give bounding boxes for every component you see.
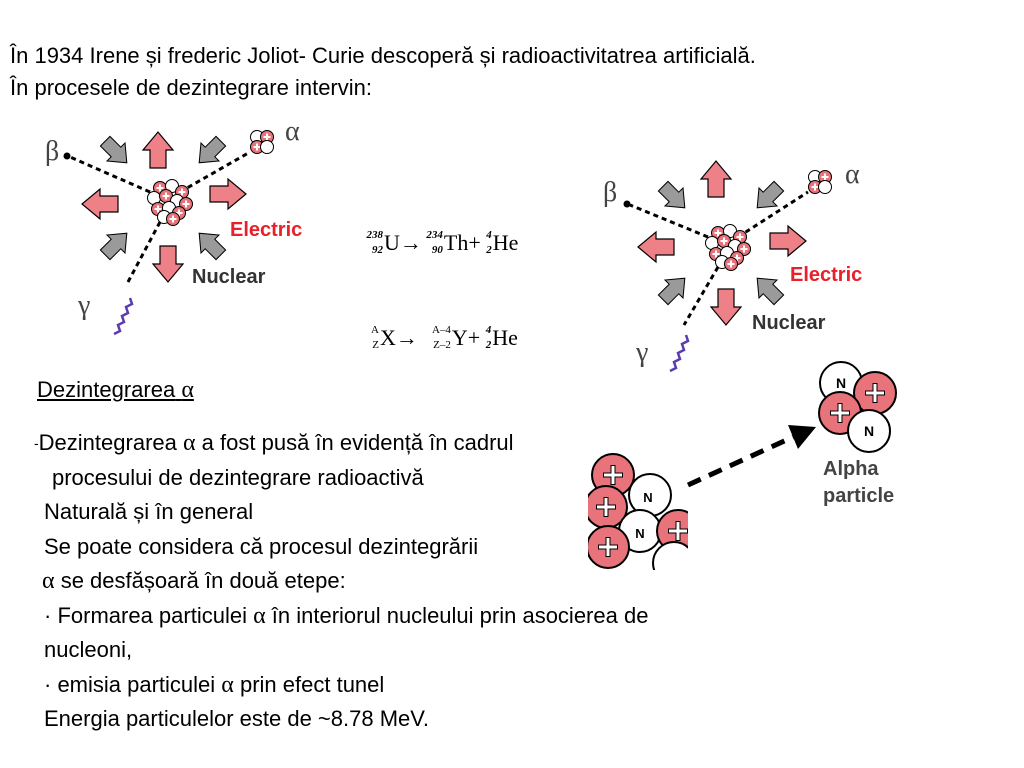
plus-sign: + (468, 229, 481, 255)
decay-equation-uranium: 238 92 U→ 234 90 Th+ 4 2 He (362, 228, 519, 256)
helium-atomic-number: 2 (486, 243, 492, 256)
arrow-right-icon (769, 225, 807, 257)
parent-atomic-number: Z (372, 338, 379, 351)
arrow-down-icon (710, 288, 742, 326)
body-line-3: Naturală și în general (44, 499, 254, 524)
intro-text: În 1934 Irene și frederic Joliot- Curie … (10, 40, 756, 104)
body-line-7: nucleoni, (44, 637, 133, 662)
uranium-mass-number: 238 (366, 228, 384, 241)
alpha-cluster-icon (809, 171, 832, 194)
decay-diagram-right: β α γ Electric Nuclear (598, 157, 873, 382)
reaction-arrow: → (399, 229, 422, 255)
section-title: Dezintegrarea α (37, 377, 194, 403)
thorium-mass-number: 234 (426, 228, 443, 241)
helium-symbol: He (492, 324, 518, 350)
parent-symbol: X (380, 324, 396, 350)
nucleus-icon (148, 180, 193, 226)
gamma-path (126, 221, 162, 283)
uranium-symbol: U (384, 229, 400, 255)
helium-mass-number: 4 (486, 228, 492, 241)
thorium-symbol: Th (443, 229, 469, 255)
helium-symbol: He (492, 229, 519, 255)
alpha-path (737, 190, 809, 239)
alpha-label: α (285, 116, 300, 147)
alpha-cluster-icon (251, 131, 274, 154)
alpha-particle-label-line1: Alpha (823, 458, 879, 480)
arrow-inward-bottom-right-icon (747, 268, 789, 310)
alpha-path (179, 150, 251, 194)
arrow-inward-top-right-icon (189, 131, 231, 173)
decay-equation-general: A Z X→ A–4 Z–2 Y+ 4 2 He (366, 323, 518, 351)
reaction-arrow: → (395, 324, 418, 350)
arrow-inward-bottom-left-icon (653, 268, 695, 310)
arrow-left-icon (637, 231, 675, 263)
alpha-symbol: α (181, 377, 194, 403)
arrow-up-icon (700, 160, 732, 198)
decay-diagram-left: β α γ Electric Nuclear (40, 112, 315, 352)
daughter-atomic-number: Z–2 (433, 338, 451, 351)
body-text: -Dezintegrarea α a fost pusă în evidență… (34, 426, 648, 737)
arrow-inward-top-left-icon (653, 176, 695, 218)
nuclear-label: Nuclear (192, 266, 266, 288)
helium-mass-number: 4 (485, 323, 492, 336)
nucleon-n-label: N (635, 526, 644, 541)
nuclear-label: Nuclear (752, 312, 826, 334)
beta-label: β (603, 177, 617, 208)
body-line-9: Energia particulelor este de ~8.78 MeV. (44, 706, 430, 731)
daughter-symbol: Y (451, 324, 468, 350)
beta-particle-icon (63, 152, 71, 160)
body-line-6: · Formarea particulei α în interiorul nu… (44, 602, 649, 629)
daughter-mass-number: A–4 (431, 323, 451, 336)
arrow-down-icon (152, 245, 184, 283)
arrow-left-icon (81, 188, 119, 220)
nucleon-n-label: N (643, 490, 652, 505)
body-line-8: · emisia particulei α prin efect tunel (44, 671, 385, 698)
alpha-label: α (845, 159, 860, 190)
thorium-atomic-number: 90 (431, 243, 443, 256)
intro-line-1: În 1934 Irene și frederic Joliot- Curie … (10, 43, 756, 68)
nucleon-n-label: N (864, 423, 874, 439)
beta-particle-icon (623, 200, 631, 208)
gamma-label: γ (77, 290, 90, 321)
gamma-label: γ (635, 337, 648, 368)
beta-label: β (45, 136, 59, 167)
gamma-ray-icon (112, 296, 134, 336)
electric-label: Electric (230, 219, 302, 241)
intro-line-2: În procesele de dezintegrare intervin: (10, 75, 372, 100)
nucleon-n-label: N (836, 375, 846, 391)
parent-mass-number: A (371, 323, 379, 336)
electric-label: Electric (790, 264, 862, 286)
plus-sign: + (467, 324, 481, 350)
body-line-5: α se desfășoară în două etepe: (42, 568, 346, 594)
arrow-inward-top-left-icon (95, 131, 137, 173)
emission-arrowhead-icon (788, 425, 816, 449)
alpha-emission-illustration: N N N N Alpha particle (588, 355, 918, 575)
beta-path (629, 203, 709, 239)
arrow-inward-bottom-right-icon (189, 223, 231, 265)
beta-path (69, 155, 151, 194)
alpha-particle-label-line2: particle (823, 485, 894, 507)
alpha-particle-icon: N N (819, 361, 896, 453)
arrow-right-icon (209, 178, 247, 210)
emission-path (686, 434, 795, 488)
body-line-2: procesului de dezintegrare radioactivă (52, 464, 424, 490)
body-line-4: Se poate considera că procesul dezintegr… (44, 533, 479, 559)
arrow-up-icon (142, 131, 174, 169)
gamma-path (682, 266, 720, 326)
helium-atomic-number: 2 (485, 338, 492, 351)
nucleus-icon (706, 225, 751, 271)
arrow-inward-top-right-icon (747, 176, 789, 218)
body-line-1: -Dezintegrarea α a fost pusă în evidență… (34, 430, 514, 456)
uranium-atomic-number: 92 (372, 243, 383, 256)
arrow-inward-bottom-left-icon (95, 223, 137, 265)
